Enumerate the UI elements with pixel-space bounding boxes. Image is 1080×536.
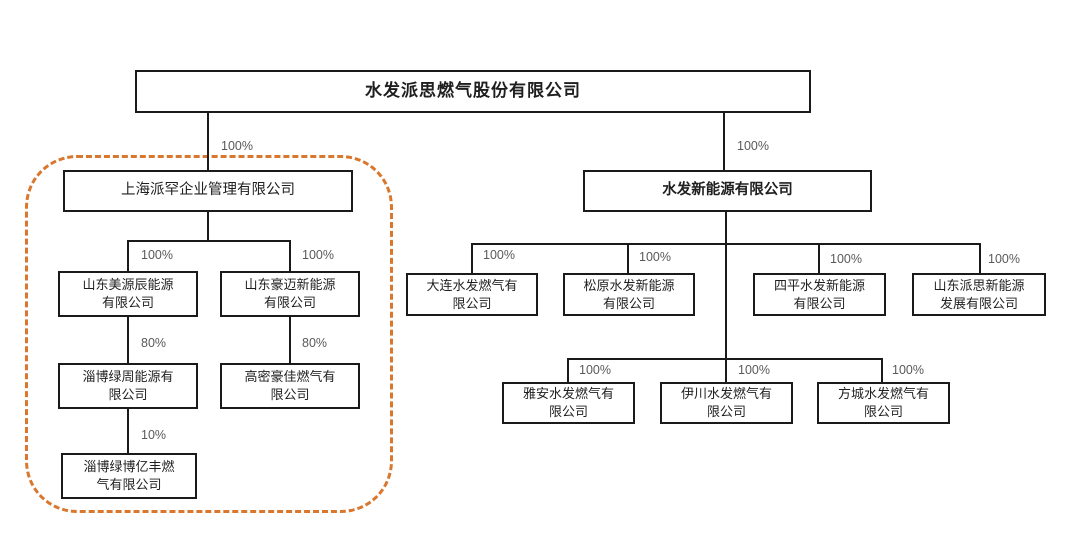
connector-drop-dalian xyxy=(471,243,473,273)
ownership-label-fangcheng: 100% xyxy=(892,363,924,377)
connector-drop-songyuan xyxy=(627,243,629,273)
ownership-label-dalian: 100% xyxy=(483,248,515,262)
connector-drop-meiyuanchen xyxy=(127,240,129,271)
connector-drop-siping xyxy=(818,243,820,273)
ownership-label-haomai: 100% xyxy=(302,248,334,262)
connector-shanghai-down xyxy=(207,212,209,240)
org-node-paisi-new-energy: 山东派思新能源 发展有限公司 xyxy=(912,273,1046,316)
ownership-label-lvzhou: 80% xyxy=(141,336,167,350)
connector-haomai-gaomi xyxy=(289,317,291,363)
ownership-label-shuifa: 100% xyxy=(737,139,769,153)
ownership-label-yaan: 100% xyxy=(579,363,611,377)
org-node-root: 水发派思燃气股份有限公司 xyxy=(135,70,811,113)
org-node-songyuan: 松原水发新能源 有限公司 xyxy=(563,273,695,316)
connector-root-shanghai xyxy=(207,112,209,170)
org-node-shuifa-new-energy: 水发新能源有限公司 xyxy=(583,170,872,212)
connector-meiyuanchen-lvzhou xyxy=(127,317,129,363)
connector-drop-fangcheng xyxy=(881,358,883,382)
connector-drop-yaan xyxy=(567,358,569,382)
org-node-lvzhou: 淄博绿周能源有 限公司 xyxy=(58,363,198,409)
ownership-label-songyuan: 100% xyxy=(639,250,671,264)
left-group-dashed-outline xyxy=(25,155,393,513)
connector-lvzhou-lvboyifeng xyxy=(127,409,129,453)
org-node-haomai: 山东豪迈新能源 有限公司 xyxy=(220,271,360,317)
ownership-label-lvboyifeng: 10% xyxy=(141,428,167,442)
ownership-label-paisi: 100% xyxy=(988,252,1020,266)
ownership-label-gaomi: 80% xyxy=(302,336,328,350)
ownership-label-meiyuanchen: 100% xyxy=(141,248,173,262)
org-node-gaomi: 高密豪佳燃气有 限公司 xyxy=(220,363,360,409)
connector-shuifa-row2-h xyxy=(567,358,883,360)
org-node-yichuan: 伊川水发燃气有 限公司 xyxy=(660,382,793,424)
org-node-dalian: 大连水发燃气有 限公司 xyxy=(406,273,538,316)
ownership-label-shanghai: 100% xyxy=(221,139,253,153)
org-node-siping: 四平水发新能源 有限公司 xyxy=(753,273,886,316)
org-node-meiyuanchen: 山东美源辰能源 有限公司 xyxy=(58,271,198,317)
org-node-shanghai: 上海派罕企业管理有限公司 xyxy=(63,170,353,212)
org-node-yaan: 雅安水发燃气有 限公司 xyxy=(502,382,635,424)
org-node-fangcheng: 方城水发燃气有 限公司 xyxy=(817,382,950,424)
connector-root-shuifa xyxy=(723,112,725,170)
connector-shanghai-children-h xyxy=(127,240,291,242)
connector-drop-paisi xyxy=(979,243,981,273)
connector-drop-haomai xyxy=(289,240,291,271)
ownership-label-siping: 100% xyxy=(830,252,862,266)
ownership-label-yichuan: 100% xyxy=(738,363,770,377)
org-node-lvboyifeng: 淄博绿博亿丰燃 气有限公司 xyxy=(61,453,197,499)
connector-shuifa-row1-h xyxy=(471,243,981,245)
connector-shuifa-center-v xyxy=(725,212,727,382)
